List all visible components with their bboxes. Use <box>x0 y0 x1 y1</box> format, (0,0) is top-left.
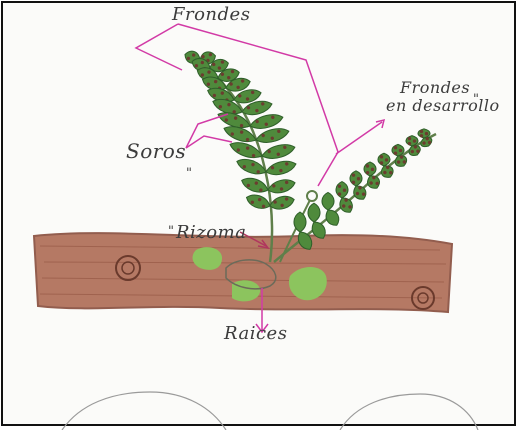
pinna <box>244 192 272 212</box>
log <box>34 233 452 312</box>
sorus-dot <box>357 177 360 180</box>
sorus-dot <box>425 132 428 135</box>
desarrollo-pointer <box>336 120 384 154</box>
sorus-dot <box>366 171 369 174</box>
frond-young <box>294 129 434 253</box>
pinna <box>308 203 320 222</box>
pinna <box>406 136 418 146</box>
pinna <box>418 129 430 138</box>
sorus-dot <box>420 130 423 133</box>
fiddlehead-icon <box>307 191 317 201</box>
pinna <box>365 173 382 191</box>
pinna <box>260 141 296 161</box>
label-soros: Soros <box>126 139 186 163</box>
label-raices: Raices <box>224 323 287 344</box>
partial-circle-right <box>340 394 478 430</box>
pinna <box>350 171 362 186</box>
sorus-dot <box>352 173 355 176</box>
ditto-mark: " <box>186 166 192 181</box>
frond-main <box>183 49 298 212</box>
ditto-mark: " <box>473 92 479 107</box>
label-frondes: Frondes <box>172 4 250 25</box>
sorus-dot <box>385 158 388 161</box>
sorus-dot <box>413 139 416 142</box>
sorus-dot <box>420 134 423 137</box>
pinna <box>266 177 296 196</box>
sorus-dot <box>380 161 383 164</box>
sorus-dot <box>338 185 341 188</box>
pinna <box>378 153 390 166</box>
sorus-dot <box>394 152 397 155</box>
sorus-dot <box>371 168 374 171</box>
pinna <box>392 144 404 156</box>
pinna <box>264 158 297 178</box>
sorus-dot <box>408 137 411 140</box>
label-frondes-desarrollo-line2: en desarrollo <box>386 96 500 115</box>
pinna <box>336 182 348 198</box>
label-rizoma: Rizoma <box>176 222 246 243</box>
pinna <box>268 194 295 212</box>
sorus-dot <box>366 164 369 167</box>
sorus-dot <box>380 155 383 158</box>
partial-circle-left <box>62 392 226 430</box>
pinna <box>393 153 409 169</box>
ditto-mark: " <box>168 224 174 239</box>
pinna <box>322 192 334 210</box>
pinna <box>240 175 270 196</box>
sorus-dot <box>343 188 346 191</box>
label-frondes-desarrollo-line1: Frondes <box>400 78 470 97</box>
sorus-dot <box>394 146 397 149</box>
sorus-dot <box>408 142 411 145</box>
sorus-dot <box>399 149 402 152</box>
pinna <box>379 163 396 180</box>
sorus-dot <box>338 192 341 195</box>
sorus-dot <box>352 181 355 184</box>
pinna <box>364 162 376 176</box>
